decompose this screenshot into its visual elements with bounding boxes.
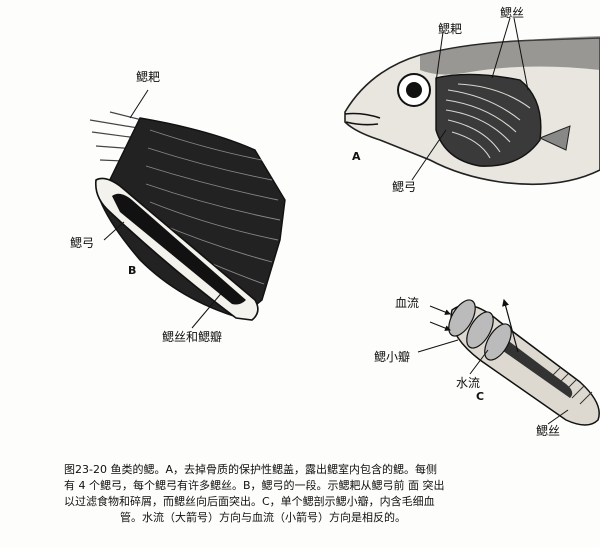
gill-arch-stripes	[445, 83, 531, 159]
water-flow-arrow	[502, 298, 519, 353]
panel-label-c: C	[476, 390, 485, 403]
gill-chamber	[435, 73, 542, 167]
leader-a-raker	[435, 31, 444, 83]
leader-a-filament-1	[491, 17, 511, 79]
leader-b-filament	[191, 289, 225, 329]
label-a-gill-filament: 鳃丝	[500, 6, 525, 20]
blood-flow-arrow-2	[429, 321, 451, 331]
fish-pupil	[406, 82, 422, 98]
lamellae-discs	[448, 299, 512, 361]
label-b-filaments-lamellae: 鳃丝和鳃瓣	[162, 330, 223, 344]
gill-arch-section-drawing	[89, 89, 286, 329]
leader-c-filament	[547, 409, 569, 425]
panel-label-b: B	[128, 264, 137, 277]
gill-illustrations	[89, 17, 600, 426]
gill-arch-core	[112, 193, 246, 305]
figure-caption: 图23-20 鱼类的鳃。A，去掉骨质的保护性鳃盖，露出鳃室内包含的鳃。每侧 有 …	[64, 462, 584, 526]
panel-label-a: A	[352, 150, 361, 163]
label-b-gill-raker: 鳃耙	[136, 70, 161, 84]
caption-line-3: 以过滤食物和碎屑，而鳃丝向后面突出。C，单个鳃剖示鳃小瓣，内含毛细血	[64, 495, 435, 508]
label-c-blood-flow: 血流	[395, 296, 420, 310]
fish-back-shading	[420, 36, 600, 75]
label-c-lamella: 鳃小瓣	[374, 350, 411, 364]
label-a-gill-raker: 鳃耙	[438, 22, 463, 36]
caption-line-2: 有 4 个鳃弓，每个鳃弓有许多鳃丝。B，鳃弓的一段。示鳃耙从鳃弓前 面 突出	[64, 479, 445, 492]
leader-c-lamella	[417, 339, 459, 353]
label-a-gill-arch: 鳃弓	[392, 180, 417, 194]
pectoral-fin	[538, 125, 571, 151]
filament-ridges	[547, 367, 593, 405]
leader-b-arch	[103, 221, 125, 241]
label-b-gill-arch: 鳃弓	[70, 236, 95, 250]
caption-line-4: 管。水流（大箭号）方向与血流（小箭号）方向是相反的。	[120, 511, 406, 524]
fish-mouth	[344, 112, 381, 126]
filament-dark-core	[491, 330, 573, 398]
leader-b-raker	[129, 89, 149, 119]
caption-line-1: 图23-20 鱼类的鳃。A，去掉骨质的保护性鳃盖，露出鳃室内包含的鳃。每侧	[64, 463, 437, 476]
leader-a-filament-2	[513, 17, 529, 91]
gill-filament-mass	[99, 117, 286, 319]
leader-a-arch	[411, 129, 447, 181]
leader-c-water	[469, 349, 489, 375]
label-c-water-flow: 水流	[456, 376, 481, 390]
blood-flow-arrow-1	[429, 305, 451, 315]
single-filament-drawing	[417, 298, 600, 426]
fish-head-drawing	[344, 17, 600, 186]
label-c-gill-filament: 鳃丝	[536, 424, 561, 438]
